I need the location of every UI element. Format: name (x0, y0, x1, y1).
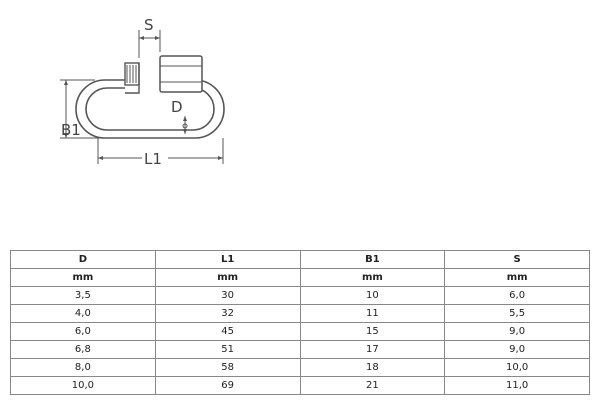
cell-d: 8,0 (10, 358, 156, 377)
unit-s: mm (444, 268, 590, 287)
cell-l1: 58 (154, 358, 301, 377)
cell-d: 10,0 (10, 376, 156, 395)
header-l1: L1 (154, 250, 301, 269)
cell-b1: 10 (299, 286, 446, 305)
cell-b1: 18 (299, 358, 446, 377)
header-d: D (10, 250, 156, 269)
cell-l1: 69 (154, 376, 301, 395)
table-row: 6,8 51 17 9,0 (10, 340, 590, 359)
label-d: D (171, 98, 183, 116)
cell-d: 3,5 (10, 286, 156, 305)
table-row: 3,5 30 10 6,0 (10, 286, 590, 305)
cell-l1: 45 (154, 322, 301, 341)
quick-link-drawing: S D B1 L1 (60, 16, 225, 168)
cell-l1: 32 (154, 304, 301, 323)
cell-s: 9,0 (444, 340, 590, 359)
cell-l1: 30 (154, 286, 301, 305)
table-row: 10,0 69 21 11,0 (10, 376, 590, 395)
cell-s: 9,0 (444, 322, 590, 341)
unit-d: mm (10, 268, 156, 287)
cell-s: 10,0 (444, 358, 590, 377)
hex-nut-sleeve (159, 55, 203, 93)
cell-b1: 17 (299, 340, 446, 359)
header-b1: B1 (299, 250, 446, 269)
cell-b1: 15 (299, 322, 446, 341)
cell-b1: 21 (299, 376, 446, 395)
table-units-row: mm mm mm mm (10, 268, 590, 287)
cell-s: 11,0 (444, 376, 590, 395)
label-b1: B1 (61, 121, 81, 139)
cell-d: 6,0 (10, 322, 156, 341)
cell-d: 4,0 (10, 304, 156, 323)
table-row: 4,0 32 11 5,5 (10, 304, 590, 323)
link-inner-outline (85, 87, 215, 131)
cell-s: 6,0 (444, 286, 590, 305)
label-l1: L1 (144, 150, 162, 168)
cell-s: 5,5 (444, 304, 590, 323)
cell-b1: 11 (299, 304, 446, 323)
cell-l1: 51 (154, 340, 301, 359)
table-header-row: D L1 B1 S (10, 250, 590, 269)
quick-link-diagram: S D B1 L1 (50, 8, 250, 178)
unit-b1: mm (299, 268, 446, 287)
table-row: 8,0 58 18 10,0 (10, 358, 590, 377)
link-outer-outline (75, 79, 225, 139)
unit-l1: mm (154, 268, 301, 287)
header-s: S (444, 250, 590, 269)
label-s: S (144, 16, 154, 34)
cell-d: 6,8 (10, 340, 156, 359)
dimensions-table: D L1 B1 S mm mm mm mm 3,5 30 10 6,0 4,0 … (10, 250, 590, 395)
table-row: 6,0 45 15 9,0 (10, 322, 590, 341)
